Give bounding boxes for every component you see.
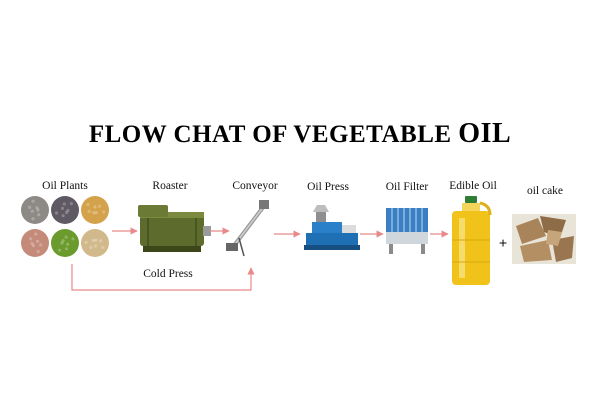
seed-texture (31, 217, 35, 221)
seed-texture (69, 202, 73, 206)
seed-texture (66, 208, 70, 212)
seed-texture (29, 237, 33, 241)
seed-texture (94, 211, 98, 215)
seed-sample-sesame-black (21, 196, 49, 224)
label-conveyor: Conveyor (232, 180, 278, 192)
diagram-title: FLOW CHAT OF VEGETABLE OIL (0, 118, 600, 150)
oil-filter-image (386, 208, 428, 254)
seed-texture (28, 205, 32, 209)
title-main: FLOW CHAT OF VEGETABLE (88, 121, 459, 148)
label-oil-plants: Oil Plants (42, 180, 88, 192)
seed-texture (64, 247, 69, 251)
label-roaster: Roaster (152, 180, 188, 192)
seed-texture (98, 204, 102, 208)
seed-texture (66, 242, 70, 246)
seed-texture (31, 199, 35, 203)
seed-sample-sesame-dark (51, 196, 79, 224)
oil-press-image (304, 205, 360, 250)
label-oil-press: Oil Press (307, 181, 349, 193)
seed-texture (102, 210, 106, 214)
label-cold-press: Cold Press (143, 268, 193, 280)
label-oil-filter: Oil Filter (385, 181, 429, 193)
plus-sign: + (498, 236, 508, 252)
seed-sample-olive (51, 229, 79, 257)
seed-texture (84, 240, 88, 244)
flow-arrows (71, 227, 449, 291)
seed-texture (35, 206, 39, 210)
roaster-image (138, 205, 211, 252)
seed-texture (57, 248, 62, 252)
title-end: OIL (458, 118, 512, 149)
seed-texture (30, 241, 34, 246)
seed-texture (54, 211, 59, 215)
seed-texture (61, 214, 65, 218)
conveyor-image (226, 200, 269, 257)
seed-texture (92, 211, 96, 215)
seed-texture (34, 232, 38, 236)
seed-texture (36, 208, 40, 212)
seed-texture (93, 244, 98, 248)
seed-texture (71, 237, 75, 241)
oil-plants-image (21, 196, 109, 257)
label-oil-cake: oil cake (526, 185, 564, 197)
seed-sample-walnut (81, 229, 109, 257)
oil-cake-image (512, 214, 576, 264)
seed-texture (93, 205, 97, 209)
seed-texture (31, 243, 36, 248)
seed-sample-peanut (21, 229, 49, 257)
seed-texture (89, 245, 93, 250)
seed-texture (86, 202, 90, 207)
seed-texture (64, 235, 68, 239)
seed-texture (101, 245, 105, 250)
seed-texture (30, 209, 34, 213)
seed-texture (65, 210, 69, 215)
edible-oil-image (452, 196, 492, 285)
seed-texture (35, 239, 40, 243)
seed-texture (37, 213, 41, 217)
arrow-cold-press-bypass (71, 264, 255, 291)
seed-texture (39, 243, 43, 247)
seed-texture (61, 239, 65, 243)
seed-texture (94, 238, 98, 242)
seed-sample-soybean (81, 196, 109, 224)
seed-texture (60, 206, 65, 211)
seed-texture (36, 249, 40, 254)
seed-texture (62, 202, 66, 206)
seed-texture (87, 209, 91, 214)
label-edible-oil: Edible Oil (449, 180, 497, 192)
seed-texture (98, 239, 103, 243)
seed-texture (60, 241, 64, 245)
seed-texture (91, 238, 95, 243)
